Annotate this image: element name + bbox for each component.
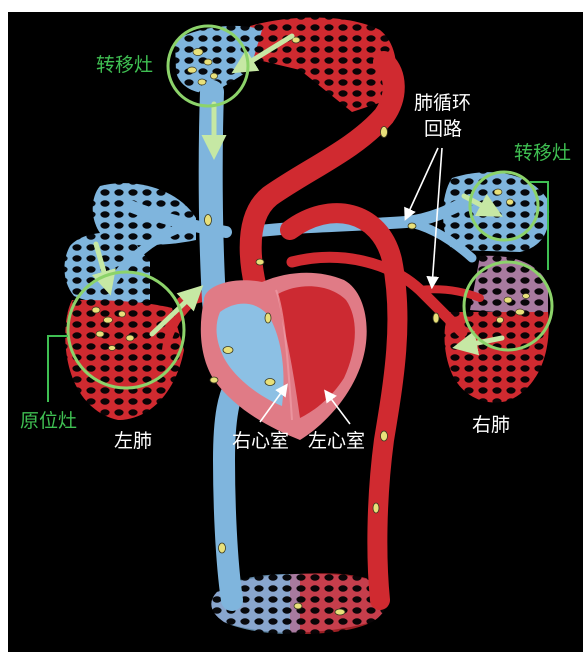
label-metastasis-top: 转移灶 [96,54,153,76]
label-right-ventricle: 右心室 [232,430,289,452]
label-primary-lesion: 原位灶 [20,410,77,432]
label-pulmonary-circuit-line1: 肺循环 [414,92,471,114]
label-metastasis-right: 转移灶 [514,142,571,164]
label-left-lung: 左肺 [114,430,152,452]
label-pulmonary-circuit-line2: 回路 [424,118,462,140]
label-left-ventricle: 左心室 [308,430,365,452]
label-right-lung: 右肺 [472,414,510,436]
